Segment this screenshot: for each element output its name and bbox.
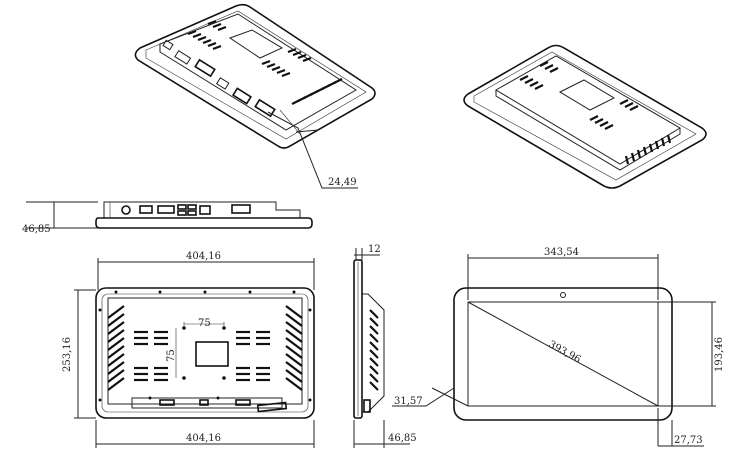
vga-port-icon [157, 205, 175, 214]
com-port-icon [231, 204, 251, 214]
dim-side-height: 46,85 [22, 224, 51, 235]
dim-vesa-v: 75 [166, 349, 177, 362]
back-view: 404,16 253,16 [62, 251, 315, 448]
dim-screen-diagonal: 393,96 [547, 339, 583, 366]
camera-icon [560, 292, 566, 298]
iso1-ports [162, 39, 276, 118]
front-view: 343,54 393,96 193,46 31,57 27,73 [392, 247, 725, 447]
lan-port-icon [139, 205, 153, 214]
dim-back-height: 253,16 [62, 337, 73, 372]
profile-view: 12 46,85 [353, 244, 417, 448]
usb-port-icon [187, 204, 197, 210]
iso2-vents [519, 61, 672, 165]
dim-profile-thickness: 12 [368, 244, 381, 255]
dim-back-width-top: 404,16 [186, 251, 221, 262]
dim-cable-angle: 24,49 [328, 177, 357, 188]
iso-view-rear [463, 44, 707, 189]
dim-bezel-left: 31,57 [394, 396, 423, 407]
dim-vesa-h: 75 [198, 318, 211, 329]
back-center-vents [134, 330, 270, 382]
dim-back-width-bottom: 404,16 [186, 433, 221, 444]
dim-bezel-bottom: 27,73 [674, 435, 703, 446]
dim-screen-width: 343,54 [544, 247, 579, 258]
usb-port-icon [187, 210, 197, 216]
side-view-ports: 46,85 [22, 201, 313, 235]
iso1-vents [187, 19, 343, 105]
dim-screen-height: 193,46 [714, 337, 725, 372]
rj45-port-icon [199, 205, 211, 215]
power-jack-icon [121, 205, 131, 215]
back-side-vents [107, 305, 303, 391]
dim-profile-depth: 46,85 [388, 433, 417, 444]
profile-vents [369, 309, 379, 391]
usb-port-icon [177, 210, 187, 216]
iso-view-rear-ports: 24,49 [134, 3, 376, 189]
usb-port-icon [177, 204, 187, 210]
